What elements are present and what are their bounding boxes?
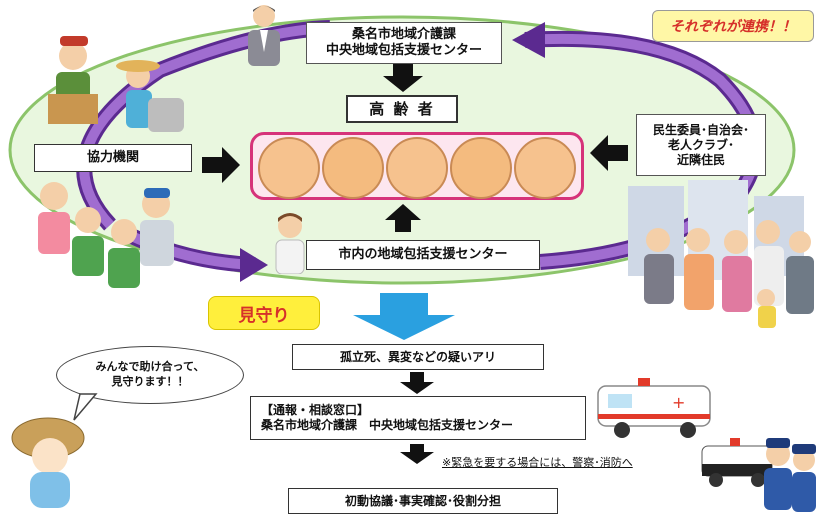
- community-residents-icon: [628, 180, 814, 328]
- elderly-face-icon: [258, 137, 320, 199]
- cooperation-badge: それぞれが連携！！: [652, 10, 814, 42]
- flow-arrow-2-icon: [400, 444, 434, 464]
- speech-tail-icon: [73, 393, 98, 421]
- report-title: 【通報・相談窓口】: [261, 403, 370, 417]
- report-contact-box: 【通報・相談窓口】 桑名市地域介護課 中央地域包括支援センター: [250, 396, 586, 440]
- elderly-text: 高 齢 者: [369, 99, 435, 118]
- cooperation-text: それぞれが連携！！: [670, 19, 796, 35]
- suspicion-box: 孤立死、異変などの疑いアリ: [292, 344, 544, 370]
- svg-text:+: +: [672, 393, 685, 412]
- shop-workers-icon: [38, 182, 174, 288]
- emergency-text: ※緊急を要する場合には、警察･消防へ: [442, 456, 633, 469]
- residents-line1: 民生委員･自治会･: [652, 122, 749, 137]
- speech-line1: みんなで助け合って、: [95, 360, 205, 374]
- local-centers-text: 市内の地域包括支援センター: [338, 246, 508, 262]
- elderly-face-icon: [322, 137, 384, 199]
- blue-arrow-down-icon: [353, 293, 455, 340]
- watch-label: 見守り: [208, 296, 320, 330]
- arrow-down-icon: [383, 64, 423, 92]
- police-icon: [701, 438, 816, 512]
- mascot-character-icon: [11, 417, 85, 508]
- flow-arrow-1-icon: [400, 372, 434, 394]
- report-body: 桑名市地域介護課 中央地域包括支援センター: [261, 418, 514, 432]
- residents-box: 民生委員･自治会･ 老人クラブ･ 近隣住民: [636, 114, 766, 176]
- city-office-line2: 中央地域包括支援センター: [325, 43, 482, 58]
- emergency-note: ※緊急を要する場合には、警察･消防へ: [442, 454, 633, 470]
- city-office-line1: 桑名市地域介護課: [351, 26, 456, 42]
- elderly-face-icon: [450, 137, 512, 199]
- partner-box: 協力機関: [34, 144, 192, 172]
- residents-line2: 老人クラブ･: [667, 137, 734, 152]
- city-office-box: 桑名市地域介護課 中央地域包括支援センター: [306, 22, 502, 64]
- ambulance-icon: +: [597, 378, 711, 438]
- elderly-label: 高 齢 者: [346, 95, 458, 123]
- suspicion-text: 孤立死、異変などの疑いアリ: [339, 349, 496, 364]
- initial-action-text: 初動協議･事実確認･役割分担: [344, 493, 501, 508]
- arrow-right-icon: [202, 147, 240, 183]
- watch-text: 見守り: [238, 305, 290, 326]
- official-person-icon: [248, 5, 280, 66]
- partner-text: 協力機関: [86, 149, 139, 165]
- arrow-up-icon: [385, 204, 421, 232]
- nurse-icon: [275, 213, 305, 274]
- residents-line3: 近隣住民: [676, 152, 725, 167]
- arrow-left-icon: [590, 135, 628, 171]
- elderly-face-icon: [386, 137, 448, 199]
- delivery-workers-icon: [48, 36, 184, 132]
- initial-action-box: 初動協議･事実確認･役割分担: [288, 488, 558, 514]
- local-centers-box: 市内の地域包括支援センター: [306, 240, 540, 270]
- elderly-face-icon: [514, 137, 576, 199]
- speech-line2: 見守ります！！: [111, 375, 189, 388]
